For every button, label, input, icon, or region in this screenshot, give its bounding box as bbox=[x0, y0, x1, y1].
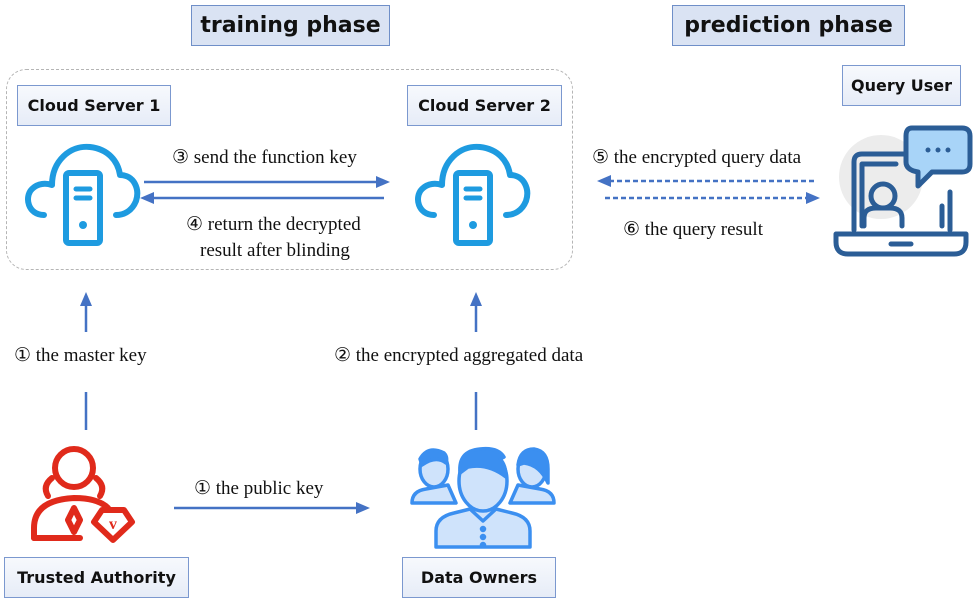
step4-label-line2: result after blinding bbox=[200, 240, 350, 261]
query-user-laptop-icon bbox=[826, 122, 974, 262]
step2-label: ② the encrypted aggregated data bbox=[334, 345, 584, 366]
training-phase-title: training phase bbox=[191, 5, 390, 46]
master-key-arrow-head bbox=[80, 292, 92, 306]
step1-master-key-label: ① the master key bbox=[14, 345, 147, 366]
trusted-authority-icon: v bbox=[28, 442, 142, 546]
query-arrows bbox=[597, 175, 820, 204]
data-owners-icon bbox=[408, 443, 558, 551]
aggregated-data-arrow-head bbox=[470, 292, 482, 306]
step4-label-line1: ④ return the decrypted bbox=[186, 214, 361, 235]
cloud-server-2-icon bbox=[412, 137, 532, 249]
cloud-server-1-label: Cloud Server 1 bbox=[17, 85, 171, 126]
trusted-authority-label: Trusted Authority bbox=[4, 557, 189, 598]
step1-public-key-label: ① the public key bbox=[194, 478, 324, 499]
query-user-label: Query User bbox=[842, 65, 961, 106]
data-owners-label: Data Owners bbox=[402, 557, 556, 598]
step5-label: ⑤ the encrypted query data bbox=[592, 147, 802, 168]
cloud-server-2-label: Cloud Server 2 bbox=[407, 85, 562, 126]
public-key-arrow-head bbox=[356, 502, 370, 514]
master-key-arrow bbox=[80, 292, 92, 430]
public-key-arrow bbox=[174, 502, 370, 514]
step6-label: ⑥ the query result bbox=[623, 219, 763, 240]
arrow-send-function-key-head bbox=[376, 176, 390, 188]
prediction-phase-title: prediction phase bbox=[672, 5, 905, 46]
arrow-encrypted-query-head bbox=[597, 175, 611, 187]
step3-label: ③ send the function key bbox=[172, 147, 357, 168]
cloud-arrows bbox=[140, 176, 390, 204]
svg-text:v: v bbox=[109, 516, 117, 533]
cloud-server-1-icon bbox=[22, 137, 142, 249]
cloud-servers-group bbox=[6, 69, 573, 270]
arrow-return-result-head bbox=[140, 192, 154, 204]
arrow-query-result-head bbox=[806, 192, 820, 204]
aggregated-data-arrow bbox=[470, 292, 482, 430]
